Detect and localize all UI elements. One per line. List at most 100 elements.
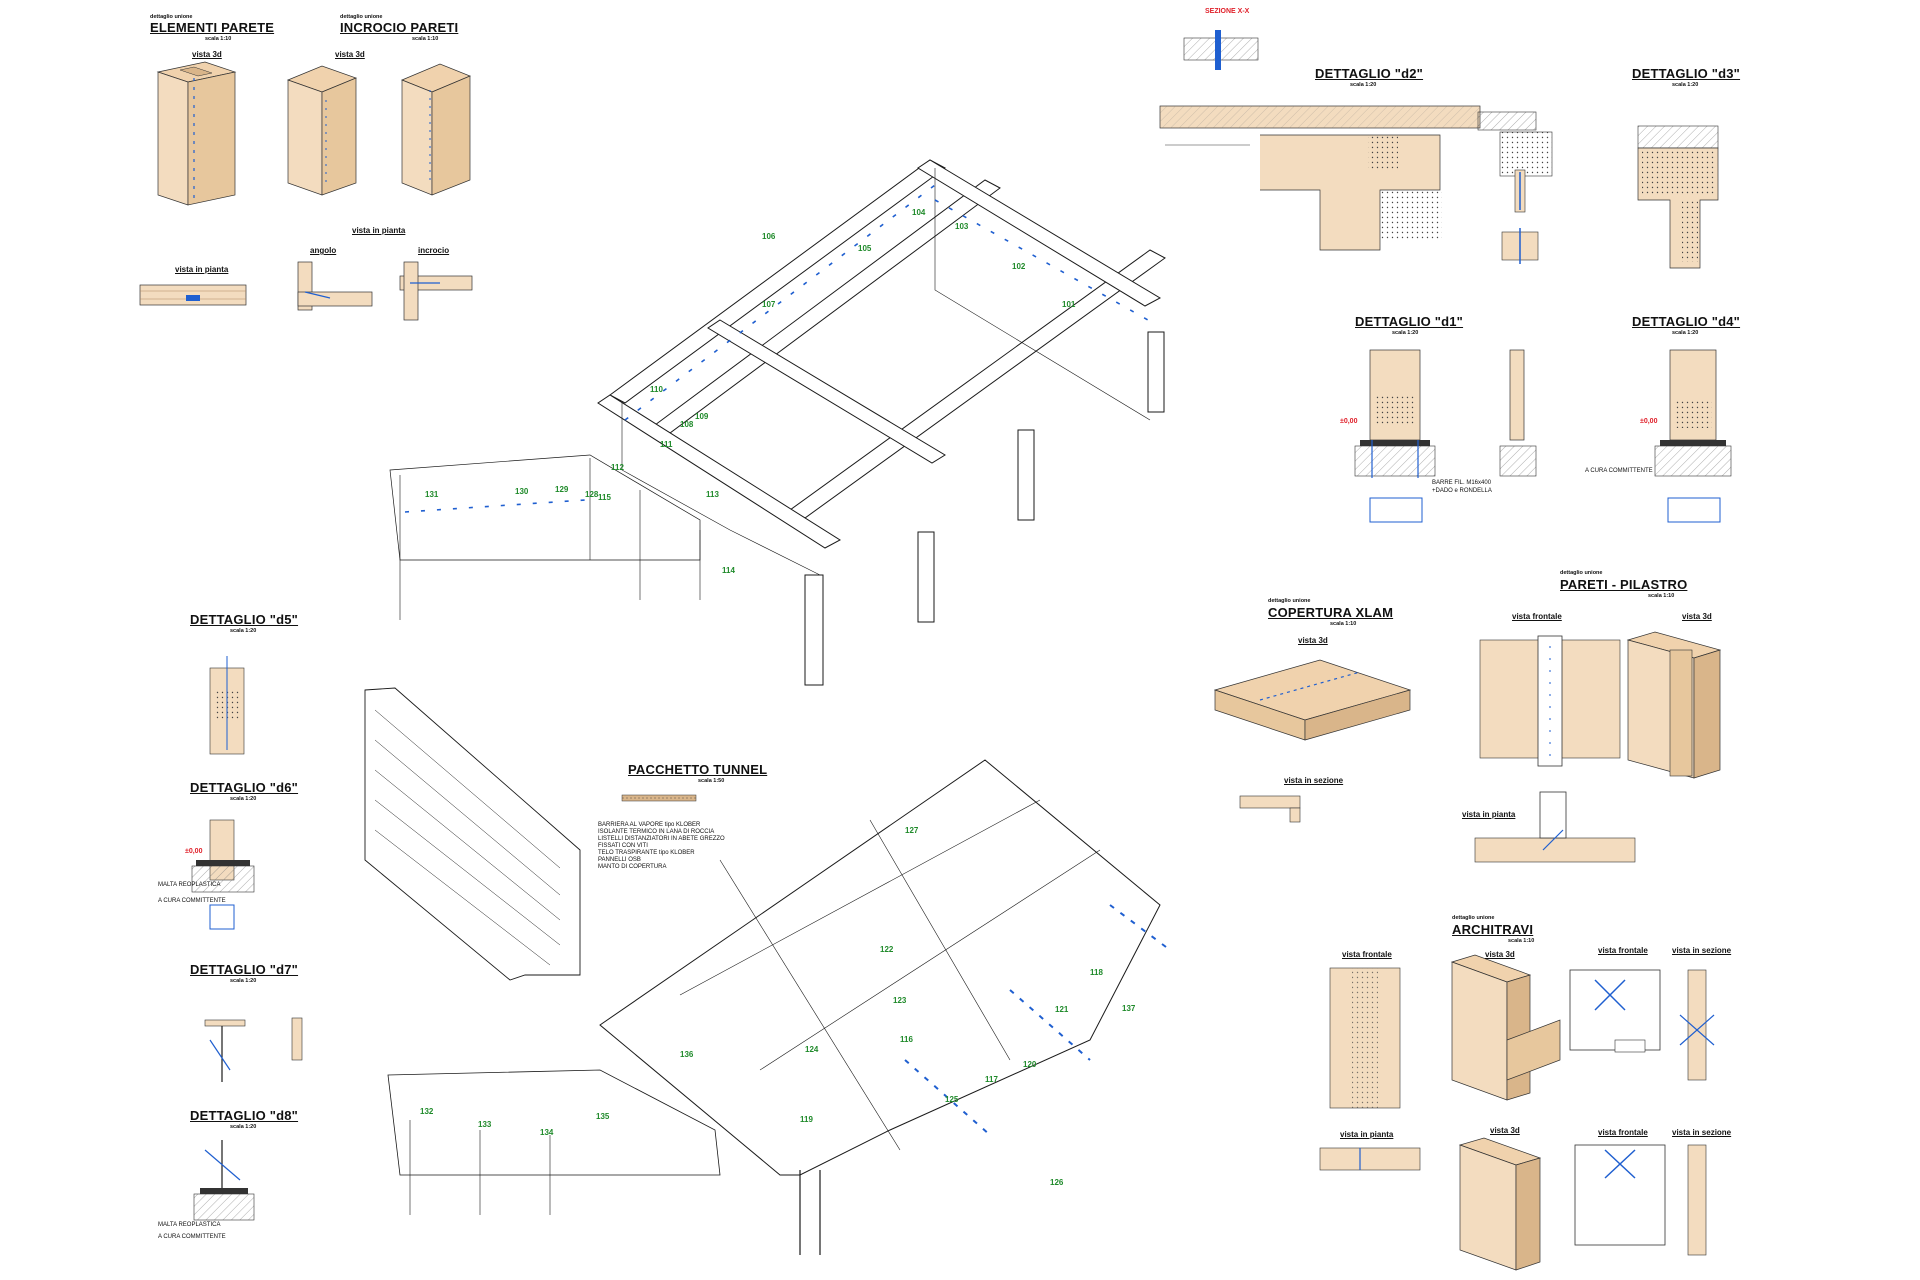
d6-title: DETTAGLIO "d6" [190, 780, 299, 795]
pilastro-scale: scala 1:10 [1648, 593, 1675, 599]
panel-number: 131 [425, 490, 439, 499]
elementi-parete-plan [139, 284, 247, 306]
d5-title: DETTAGLIO "d5" [190, 612, 299, 627]
copertura-3d-label: vista 3d [1298, 636, 1328, 645]
panel-number: 102 [1012, 262, 1026, 271]
panel-number: 134 [540, 1128, 554, 1137]
pacchetto-legend: BARRIERA AL VAPORE tipo KLOBER ISOLANTE … [598, 822, 725, 871]
pilastro-title: PARETI - PILASTRO [1560, 577, 1688, 592]
panel-number: 129 [555, 485, 569, 494]
panel-number: 133 [478, 1120, 492, 1129]
architravi-section [1679, 969, 1715, 1081]
architravi-plan-label: vista in pianta [1340, 1130, 1394, 1139]
elementi-parete-3d [156, 61, 237, 206]
d8-scale: scala 1:20 [230, 1124, 257, 1130]
panel-number: 126 [1050, 1178, 1064, 1187]
incrocio-angolo-label: angolo [310, 246, 337, 255]
panel-number: 111 [660, 440, 673, 449]
panel-number: 123 [893, 996, 907, 1005]
dettaglio-d6 [191, 819, 255, 930]
d1-scale: scala 1:20 [1392, 330, 1419, 336]
panel-number: 109 [695, 412, 709, 421]
architravi-front2 [1569, 969, 1661, 1053]
panel-number: 105 [858, 244, 872, 253]
architravi-front-label: vista frontale [1342, 950, 1392, 959]
panel-number: 137 [1122, 1004, 1136, 1013]
copertura-title: COPERTURA XLAM [1268, 605, 1394, 620]
panel-number: 130 [515, 487, 529, 496]
panel-number: 113 [706, 490, 719, 499]
legend-item: FISSATI CON VITI [598, 843, 648, 849]
panel-number: 112 [611, 463, 624, 472]
panel-number: 104 [912, 208, 926, 217]
elementi-parete-kicker: dettaglio unione [150, 14, 193, 20]
incrocio-3d-label: vista 3d [335, 50, 365, 59]
elementi-parete-scale: scala 1:10 [205, 36, 232, 42]
architravi-section-b [1687, 1144, 1707, 1256]
d1-rondelle: +DADO e RONDELLA [1432, 488, 1492, 494]
dettaglio-d7 [204, 1017, 303, 1082]
d1-title: DETTAGLIO "d1" [1355, 314, 1464, 329]
panel-number: 124 [805, 1045, 819, 1054]
incrocio-title: INCROCIO PARETI [340, 20, 459, 35]
architravi-plan [1319, 1147, 1421, 1171]
panel-number: 110 [650, 385, 663, 394]
legend-item: BARRIERA AL VAPORE tipo KLOBER [598, 822, 701, 828]
roof-iso-lower [387, 759, 1171, 1255]
incrocio-3d-incrocio [401, 63, 471, 196]
panel-number: 136 [680, 1050, 694, 1059]
copertura-kicker: dettaglio unione [1268, 598, 1311, 604]
pareti-pilastro-3d [1626, 631, 1722, 779]
copertura-xlam-section [1239, 795, 1301, 823]
panel-number: 119 [800, 1115, 813, 1124]
dettaglio-d1 [1354, 349, 1537, 523]
incrocio-plan-label: vista in pianta [352, 226, 406, 235]
pilastro-kicker: dettaglio unione [1560, 570, 1603, 576]
d3-title: DETTAGLIO "d3" [1632, 66, 1741, 81]
panel-number: 118 [1090, 968, 1103, 977]
copertura-xlam-3d [1213, 659, 1412, 741]
architravi-front3 [1574, 1144, 1666, 1246]
pacchetto-scale: scala 1:50 [698, 778, 725, 784]
d4-scale: scala 1:20 [1672, 330, 1699, 336]
pilastro-3d-label: vista 3d [1682, 612, 1712, 621]
panel-number: 101 [1062, 300, 1076, 309]
panel-number: 120 [1023, 1060, 1037, 1069]
copertura-section-label: vista in sezione [1284, 776, 1344, 785]
d2-scale: scala 1:20 [1350, 82, 1377, 88]
d3-scale: scala 1:20 [1672, 82, 1699, 88]
panel-number: 103 [955, 222, 969, 231]
architravi-title: ARCHITRAVI [1452, 922, 1534, 937]
architravi-front3-label: vista frontale [1598, 1128, 1648, 1137]
panel-number: 115 [598, 493, 611, 502]
d5-scale: scala 1:20 [230, 628, 257, 634]
architravi-section-label: vista in sezione [1672, 946, 1732, 955]
panel-number: 106 [762, 232, 776, 241]
panel-number: 132 [420, 1107, 434, 1116]
d6-zero: ±0,00 [185, 848, 203, 855]
pareti-pilastro-plan [1474, 791, 1636, 863]
incrocio-scale: scala 1:10 [412, 36, 439, 42]
frame-iso-upper [389, 159, 1166, 686]
architravi-3d-label: vista 3d [1485, 950, 1515, 959]
incrocio-plan-incrocio [399, 261, 473, 321]
architravi-scale: scala 1:10 [1508, 938, 1535, 944]
d1-zero: ±0,00 [1340, 418, 1358, 425]
panel-number: 128 [585, 490, 599, 499]
elementi-parete-plan-label: vista in pianta [175, 265, 229, 274]
elementi-parete-title: ELEMENTI PARETE [150, 20, 275, 35]
architravi-3d-b-label: vista 3d [1490, 1126, 1520, 1135]
legend-item: TELO TRASPIRANTE tipo KLOBER [598, 850, 695, 856]
d6-scale: scala 1:20 [230, 796, 257, 802]
d7-title: DETTAGLIO "d7" [190, 962, 299, 977]
legend-item: MANTO DI COPERTURA [598, 864, 667, 870]
panel-number: 114 [722, 566, 735, 575]
elementi-parete-3d-label: vista 3d [192, 50, 222, 59]
incrocio-kicker: dettaglio unione [340, 14, 383, 20]
d8-a-cura: A CURA COMMITTENTE [158, 1234, 226, 1240]
d7-scale: scala 1:20 [230, 978, 257, 984]
dettaglio-d8 [193, 1140, 255, 1221]
incrocio-incrocio-label: incrocio [418, 246, 450, 255]
pilastro-front-label: vista frontale [1512, 612, 1562, 621]
incrocio-3d-angolo [287, 65, 357, 196]
